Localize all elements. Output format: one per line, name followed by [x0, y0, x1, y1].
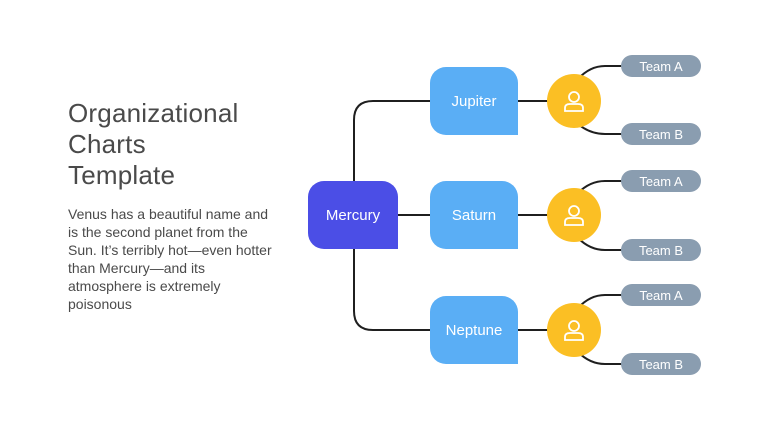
person-node-jupiter	[547, 74, 601, 128]
connector-root-jupiter	[353, 100, 431, 182]
team-label: Team B	[638, 242, 684, 258]
team-node-saturn-a: Team A	[621, 170, 701, 192]
branch-node-jupiter: Jupiter	[430, 67, 518, 135]
team-node-saturn-b: Team B	[621, 239, 701, 261]
team-label: Team A	[639, 287, 683, 303]
team-label: Team A	[639, 173, 683, 189]
branch-node-label: Neptune	[445, 321, 503, 339]
root-node: Mercury	[308, 181, 398, 249]
team-label: Team B	[638, 126, 684, 142]
description-text: Venus has a beautiful name and is the se…	[68, 206, 272, 312]
user-icon	[564, 205, 584, 226]
person-node-neptune	[547, 303, 601, 357]
team-node-jupiter-a: Team A	[621, 55, 701, 77]
branch-node-neptune: Neptune	[430, 296, 518, 364]
team-label: Team B	[638, 356, 684, 372]
branch-node-saturn: Saturn	[430, 181, 518, 249]
branch-node-label: Saturn	[451, 206, 497, 224]
team-node-neptune-a: Team A	[621, 284, 701, 306]
team-node-jupiter-b: Team B	[621, 123, 701, 145]
connector-root-neptune	[353, 248, 431, 331]
user-icon	[564, 320, 584, 341]
root-node-label: Mercury	[325, 206, 381, 224]
person-node-saturn	[547, 188, 601, 242]
team-node-neptune-b: Team B	[621, 353, 701, 375]
branch-node-label: Jupiter	[451, 92, 497, 110]
team-label: Team A	[639, 58, 683, 74]
user-icon	[564, 91, 584, 112]
page-title: Organizational Charts Template	[68, 98, 239, 190]
